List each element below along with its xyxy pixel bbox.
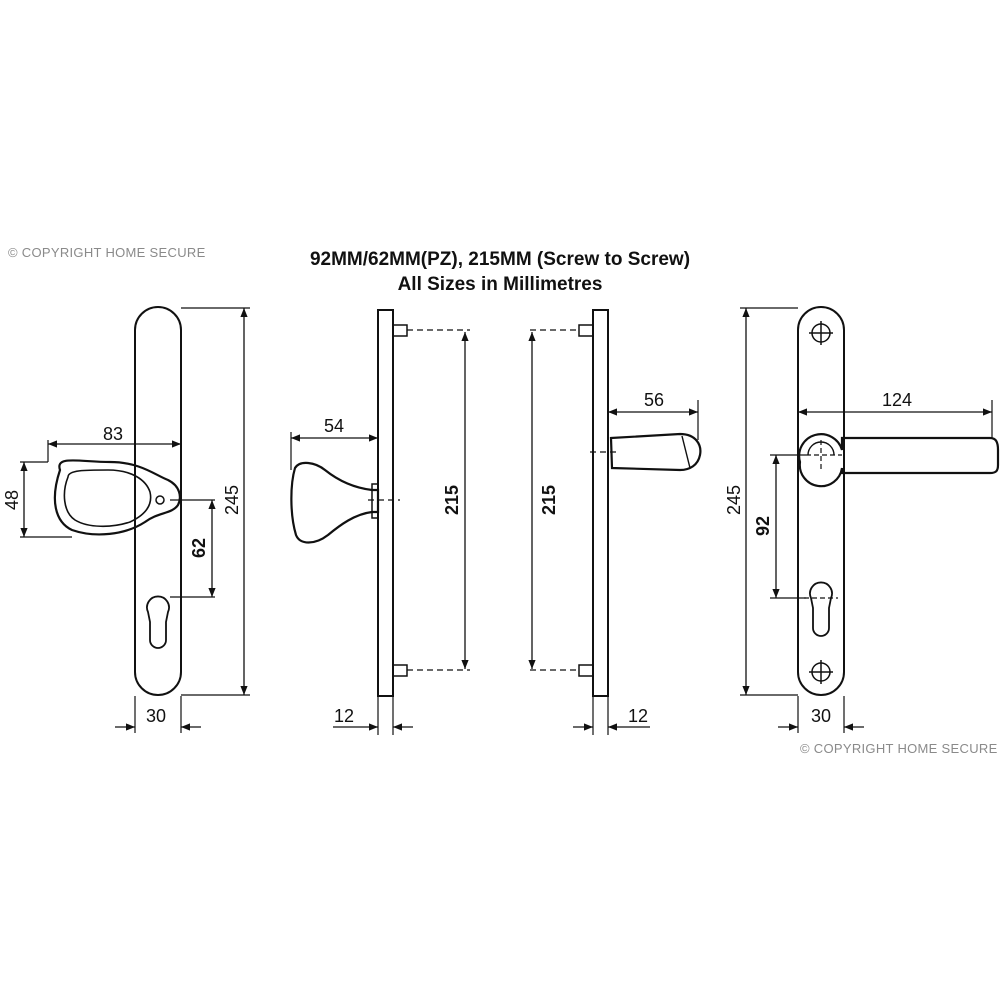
dim-30-right: 30	[811, 706, 831, 726]
copyright-watermark-bottom: © COPYRIGHT HOME SECURE	[800, 741, 998, 756]
title-line-1: 92MM/62MM(PZ), 215MM (Screw to Screw)	[309, 249, 691, 270]
euro-keyhole	[146, 595, 170, 649]
dim-245-right: 245	[724, 485, 744, 515]
dim-83: 83	[103, 424, 123, 444]
lever-handle	[798, 433, 1000, 488]
dim-56: 56	[644, 390, 664, 410]
dim-215-right: 215	[539, 485, 559, 515]
view-side-knob	[290, 309, 470, 735]
backplate-outline	[134, 306, 182, 696]
dim-12-left: 12	[334, 706, 354, 726]
dim-215-left: 215	[442, 485, 462, 515]
view-side-lever	[528, 309, 702, 735]
backplate-outline-lever	[797, 306, 845, 696]
oval-knob	[53, 459, 181, 536]
screw-head-bottom	[809, 660, 833, 684]
dim-30-left: 30	[146, 706, 166, 726]
dim-245-left: 245	[222, 485, 242, 515]
dim-62: 62	[189, 538, 209, 558]
side-plate-right	[592, 309, 609, 697]
dim-124: 124	[882, 390, 912, 410]
screw-head-top	[809, 321, 833, 345]
view-front-lever	[740, 306, 1000, 733]
dim-54: 54	[324, 416, 344, 436]
lever-profile	[609, 432, 702, 472]
copyright-watermark-top: © COPYRIGHT HOME SECURE	[8, 245, 206, 260]
dim-92: 92	[753, 516, 773, 536]
side-plate-left	[377, 309, 394, 697]
dim-12-right: 12	[628, 706, 648, 726]
title-line-2: All Sizes in Millimetres	[397, 274, 603, 295]
knob-profile	[290, 461, 380, 544]
dim-48: 48	[2, 490, 22, 510]
euro-keyhole-lever	[809, 581, 833, 637]
view-front-knob	[20, 306, 250, 733]
